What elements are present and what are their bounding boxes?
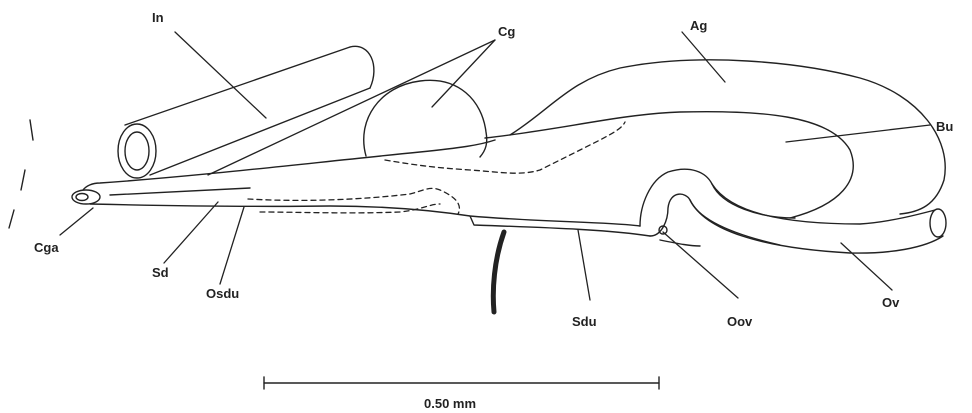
oviduct: [660, 184, 946, 253]
body-wall-outline: [9, 120, 33, 228]
label-in: In: [152, 10, 164, 25]
scale-bar: [264, 377, 659, 389]
label-osdu: Osdu: [206, 286, 239, 301]
main-duct: [83, 140, 795, 245]
label-oov: Oov: [727, 314, 753, 329]
label-ov: Ov: [882, 295, 900, 310]
label-cg: Cg: [498, 24, 515, 39]
label-sd: Sd: [152, 265, 169, 280]
albumen-gland: [510, 60, 945, 214]
common-genital-aperture: [72, 190, 100, 204]
intestine-structure: [118, 46, 374, 178]
thick-vertical-line: [493, 232, 504, 312]
label-ag: Ag: [690, 18, 707, 33]
label-bu: Bu: [936, 119, 953, 134]
label-sdu: Sdu: [572, 314, 597, 329]
internal-dashed-lines: [248, 122, 625, 214]
label-cga: Cga: [34, 240, 59, 255]
scale-bar-label: 0.50 mm: [424, 396, 476, 411]
